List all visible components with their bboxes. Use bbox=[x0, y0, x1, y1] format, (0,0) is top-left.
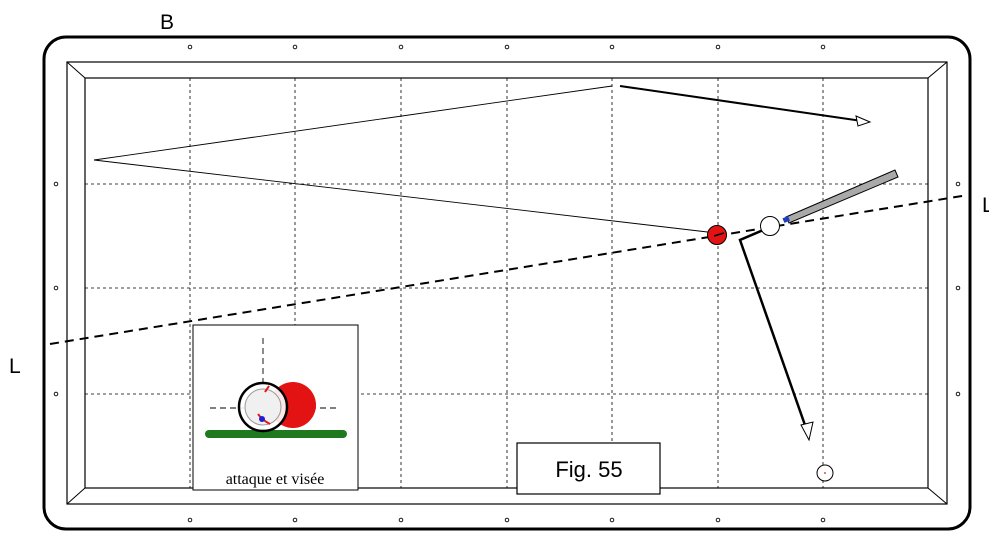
object-ball-mark bbox=[713, 232, 725, 237]
line-label-left: L bbox=[9, 355, 21, 378]
marker-B: B bbox=[160, 11, 174, 34]
cushion-corners bbox=[66, 61, 948, 505]
object-ball-path bbox=[93, 85, 717, 234]
cushion-outer bbox=[66, 61, 948, 505]
figure-label-box bbox=[516, 442, 661, 495]
inset-contact-dot bbox=[259, 416, 265, 422]
cue-ball-path bbox=[738, 226, 808, 429]
playing-surface bbox=[84, 77, 929, 489]
cue-tip bbox=[782, 215, 790, 223]
rail-diamonds bbox=[53, 44, 961, 523]
aiming-line-L bbox=[49, 194, 969, 345]
object-ball-path-end bbox=[619, 85, 863, 122]
inset-cue-ball-inner bbox=[244, 388, 282, 426]
inset-caption: attaque et visée bbox=[226, 471, 325, 488]
cue-ball bbox=[760, 216, 780, 236]
path-arrowhead-top bbox=[855, 115, 872, 127]
inset-cloth bbox=[205, 430, 347, 438]
path-arrowhead-bottom bbox=[800, 421, 814, 442]
line-label-right: L bbox=[982, 194, 989, 217]
third-ball-center bbox=[824, 472, 826, 474]
figure-label: Fig. 55 bbox=[555, 457, 622, 482]
